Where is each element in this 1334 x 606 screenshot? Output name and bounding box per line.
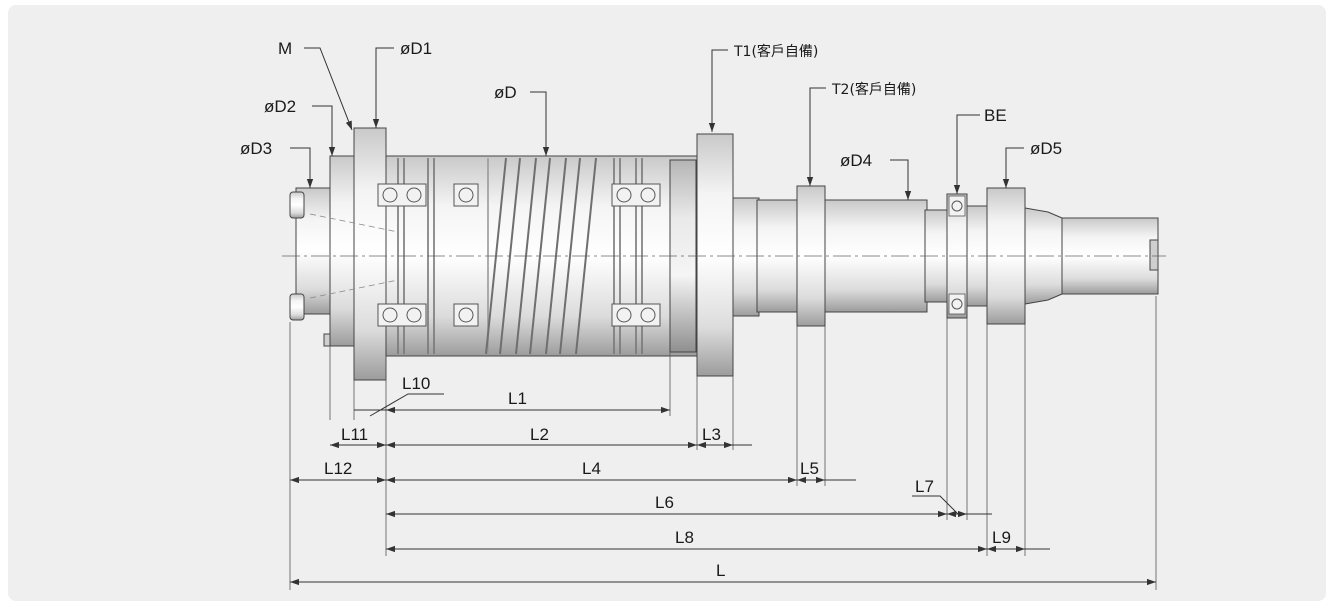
- dimension-lines: [290, 393, 1156, 586]
- label-l8: L8: [675, 528, 694, 547]
- label-l12: L12: [324, 459, 352, 478]
- label-l10: L10: [402, 374, 430, 393]
- label-l7: L7: [915, 477, 934, 496]
- ring-d2: [329, 155, 357, 347]
- label-d5: øD5: [1030, 139, 1062, 158]
- callout-leaders: [290, 47, 1024, 200]
- extension-lines: [289, 296, 1157, 590]
- label-d1: øD1: [400, 39, 432, 58]
- callout-labels: M øD1 øD2 øD3 øD T1(客戶自備) T2(客戶自備) øD4 B…: [240, 39, 1062, 170]
- label-l5: L5: [800, 459, 819, 478]
- flange-d1: [353, 127, 387, 381]
- label-d2: øD2: [264, 97, 296, 116]
- dimension-labels: L10 L1 L11 L2 L3 L12 L4 L5 L7 L6 L8 L9 L: [324, 374, 1011, 580]
- neck: [732, 197, 760, 317]
- label-d: øD: [494, 83, 517, 102]
- rear-lug-bottom: [289, 293, 305, 321]
- bolt-boxes: [377, 183, 966, 327]
- label-l: L: [716, 561, 725, 580]
- label-l2: L2: [530, 425, 549, 444]
- centerline: [282, 213, 1166, 299]
- label-d3: øD3: [240, 139, 272, 158]
- label-t2: T2(客戶自備): [831, 81, 916, 98]
- flange-t1: [696, 133, 734, 377]
- rear-lug-top: [289, 191, 305, 219]
- label-l9: L9: [992, 528, 1011, 547]
- label-l1: L1: [508, 389, 527, 408]
- spindle-body: [289, 127, 1159, 381]
- label-l3: L3: [702, 425, 721, 444]
- label-m: M: [278, 39, 292, 58]
- label-l4: L4: [582, 459, 601, 478]
- front-tip: [1149, 239, 1159, 271]
- label-d4: øD4: [840, 151, 872, 170]
- label-l6: L6: [655, 493, 674, 512]
- label-l11: L11: [341, 425, 368, 444]
- label-be: BE: [984, 106, 1007, 125]
- label-t1: T1(客戶自備): [733, 43, 818, 60]
